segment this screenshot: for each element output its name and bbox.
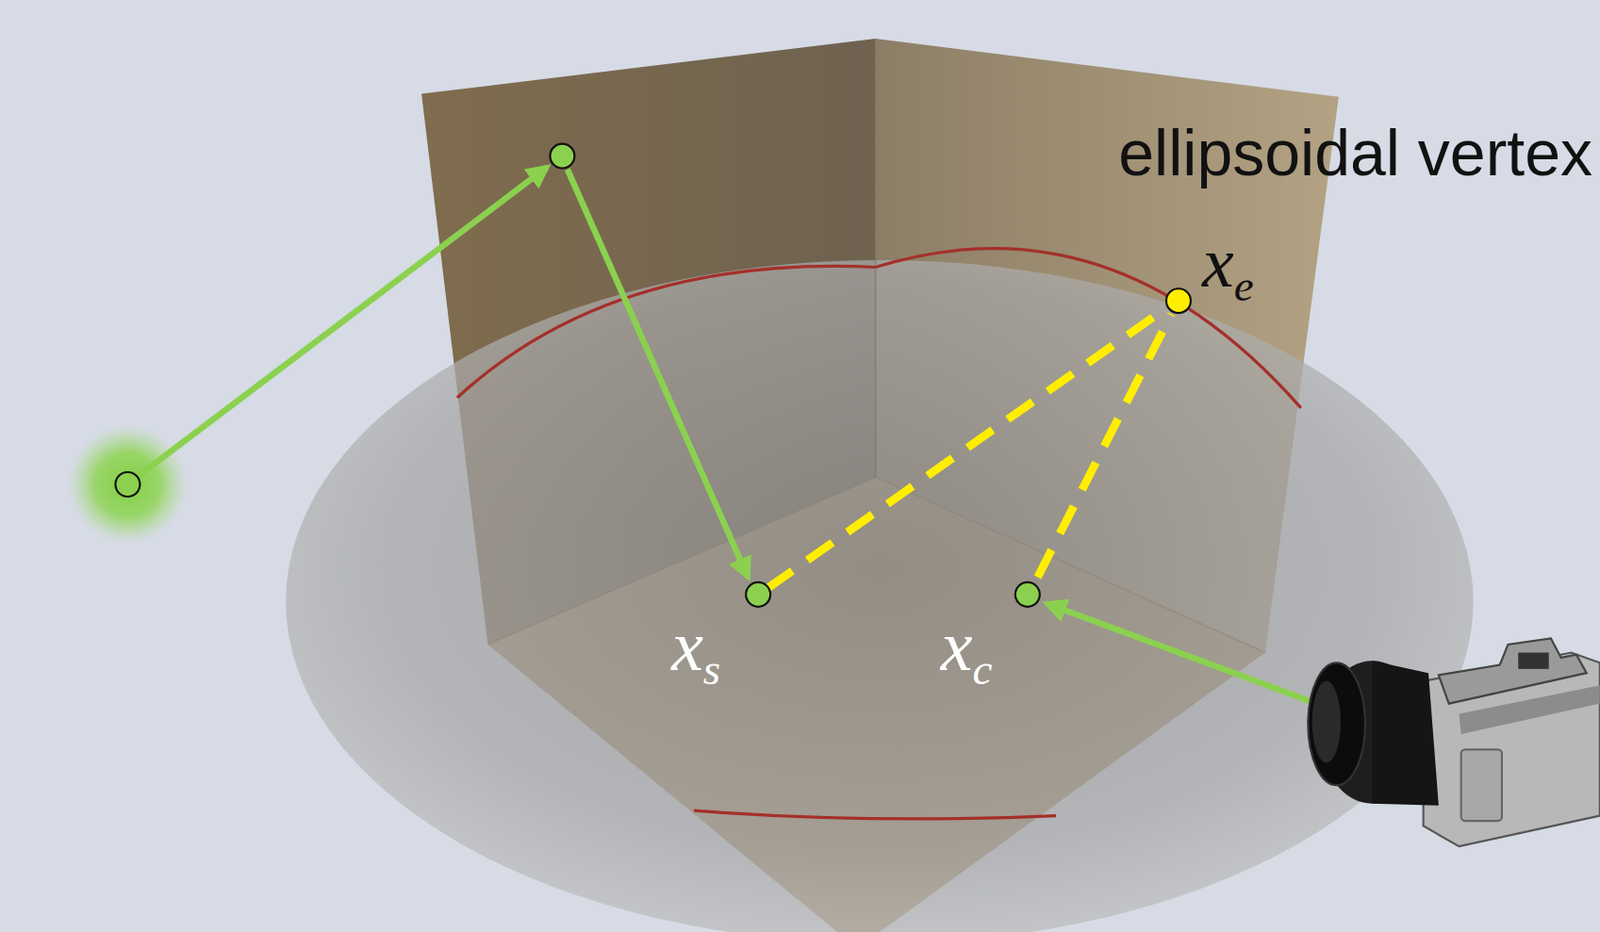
wall-point — [549, 144, 575, 169]
math-subscript: s — [703, 644, 721, 694]
point-label: xc — [940, 610, 993, 682]
camera-ray — [1046, 604, 1311, 703]
connection-dashed — [767, 308, 1167, 590]
math-base: x — [671, 606, 704, 686]
point-xc — [1015, 582, 1040, 608]
math-subscript: e — [1234, 261, 1254, 311]
math-base: x — [940, 606, 974, 686]
light-ray — [137, 166, 547, 477]
wall-edge — [875, 477, 1266, 653]
point-label: ellipsoidal vertex — [1118, 120, 1593, 185]
intersection-curve — [693, 810, 1056, 820]
ellipsoid — [285, 260, 1474, 932]
light-ray — [567, 169, 749, 578]
connection-dashed — [1038, 313, 1172, 578]
point-xe — [1166, 288, 1191, 314]
point-label: xs — [671, 610, 721, 682]
math-subscript: c — [973, 644, 993, 694]
point-label: xe — [1202, 226, 1254, 298]
camera-icon — [1307, 638, 1600, 847]
point-xs — [745, 582, 771, 608]
light-point — [115, 472, 140, 497]
intersection-curve — [875, 248, 1302, 409]
light-glow — [68, 425, 188, 545]
intersection-curve — [457, 265, 876, 398]
wall-edge — [874, 38, 877, 478]
math-base: x — [1202, 222, 1235, 302]
